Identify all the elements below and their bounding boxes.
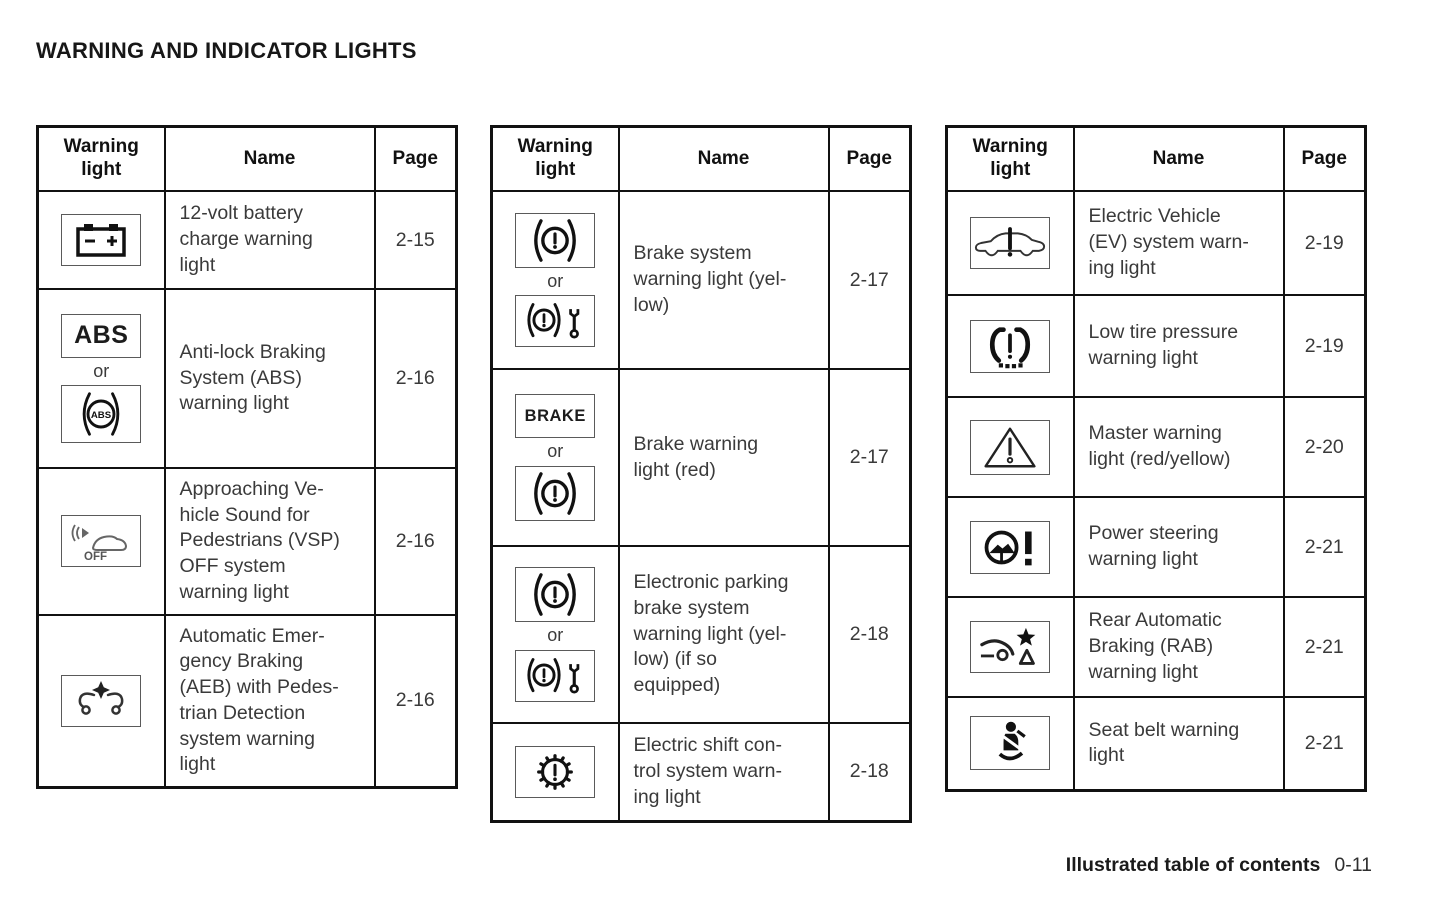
name-cell: Approaching Ve- hicle Sound for Pedestri…	[163, 467, 376, 616]
name-cell: Automatic Emer- gency Braking (AEB) with…	[163, 613, 376, 789]
header-name: Name	[1072, 125, 1285, 192]
brake-malfunction-icon	[515, 295, 596, 348]
warning-light-cell	[36, 190, 166, 290]
brake-warning-icon	[515, 212, 596, 268]
page-cell: 2-16	[373, 467, 458, 616]
footer-page-number: 0-11	[1334, 854, 1372, 876]
name-cell: Master warning light (red/yellow)	[1072, 396, 1285, 498]
page-cell: 2-21	[1282, 696, 1367, 791]
warning-light-cell	[945, 496, 1075, 598]
name-cell: Brake system warning light (yel- low)	[617, 190, 830, 370]
table-row: OFF Approaching Ve- hicle Sound for Pedes…	[36, 467, 458, 616]
brake-text-icon: BRAKE	[515, 394, 596, 439]
svg-text:ABS: ABS	[91, 410, 112, 421]
warning-light-cell: or	[490, 190, 620, 370]
page-cell: 2-19	[1282, 294, 1367, 398]
table-row: Electric Vehicle (EV) system warn- ing l…	[945, 190, 1367, 296]
page-cell: 2-18	[827, 722, 912, 822]
page-cell: 2-15	[373, 190, 458, 290]
electric-shift-icon	[515, 745, 596, 798]
page-cell: 2-21	[1282, 496, 1367, 598]
page-cell: 2-18	[827, 545, 912, 724]
warning-light-cell: OFF	[36, 467, 166, 616]
page-cell: 2-20	[1282, 396, 1367, 498]
name-cell: 12-volt battery charge warning light	[163, 190, 376, 290]
warning-light-cell	[945, 596, 1075, 698]
abs-text-icon: ABS	[61, 313, 142, 358]
name-cell: Power steering warning light	[1072, 496, 1285, 598]
page-footer: Illustrated table of contents 0-11	[1066, 854, 1372, 877]
name-cell: Brake warning light (red)	[617, 368, 830, 547]
warning-light-cell	[945, 190, 1075, 296]
table-row: Master warning light (red/yellow)2-20	[945, 396, 1367, 498]
page-cell: 2-16	[373, 288, 458, 469]
low-tire-pressure-icon	[970, 319, 1051, 373]
table-row: or Electronic parking brake system warnin…	[490, 545, 912, 724]
ev-system-icon	[970, 217, 1051, 269]
header-name: Name	[163, 125, 376, 192]
seat-belt-icon	[970, 716, 1051, 771]
table-row: or Brake system warning light (yel- low)2…	[490, 190, 912, 370]
or-label: or	[93, 360, 110, 381]
power-steering-icon	[970, 520, 1051, 574]
header-page: Page	[827, 125, 912, 192]
footer-section-title: Illustrated table of contents	[1065, 854, 1321, 876]
aeb-pedestrian-icon	[61, 674, 142, 727]
vsp-off-icon: OFF	[61, 515, 142, 568]
table-row: Automatic Emer- gency Braking (AEB) with…	[36, 613, 458, 789]
brake-warning-icon	[515, 567, 596, 623]
warning-lights-table-middle: Warning light Name Page or Brake system w…	[490, 125, 912, 823]
warning-light-cell	[945, 696, 1075, 791]
warning-light-cell	[490, 722, 620, 822]
header-page: Page	[1282, 125, 1367, 192]
rear-automatic-braking-icon	[970, 621, 1051, 673]
brake-malfunction-icon	[515, 649, 596, 702]
header-warning-light: Warning light	[36, 125, 166, 192]
warning-lights-table-left: Warning light Name Page 12-volt battery …	[36, 125, 458, 790]
table-row: Rear Automatic Braking (RAB) warning lig…	[945, 596, 1367, 698]
warning-light-cell	[945, 396, 1075, 498]
or-label: or	[547, 625, 564, 646]
header-page: Page	[373, 125, 458, 192]
page-cell: 2-16	[373, 613, 458, 789]
svg-text:OFF: OFF	[84, 551, 107, 563]
warning-light-cell	[36, 613, 166, 789]
name-cell: Electronic parking brake system warning …	[617, 545, 830, 724]
name-cell: Low tire pressure warning light	[1072, 294, 1285, 398]
page-title: WARNING AND INDICATOR LIGHTS	[36, 38, 417, 63]
abs-circle-icon: ABS	[61, 385, 142, 444]
warning-light-cell	[945, 294, 1075, 398]
header-warning-light: Warning light	[490, 125, 620, 192]
table-row: Electric shift con- trol system warn- in…	[490, 722, 912, 822]
header-name: Name	[617, 125, 830, 192]
warning-light-cell: or	[490, 545, 620, 724]
header-row: Warning light Name Page	[490, 125, 912, 192]
name-cell: Anti-lock Braking System (ABS) warning l…	[163, 288, 376, 469]
header-row: Warning light Name Page	[36, 125, 458, 192]
page-cell: 2-21	[1282, 596, 1367, 698]
master-warning-icon	[970, 419, 1051, 475]
name-cell: Electric shift con- trol system warn- in…	[617, 722, 830, 822]
name-cell: Seat belt warning light	[1072, 696, 1285, 791]
page-cell: 2-17	[827, 190, 912, 370]
battery-icon	[61, 214, 142, 266]
or-label: or	[547, 270, 564, 291]
page-cell: 2-17	[827, 368, 912, 547]
name-cell: Electric Vehicle (EV) system warn- ing l…	[1072, 190, 1285, 296]
brake-warning-icon	[515, 465, 596, 521]
name-cell: Rear Automatic Braking (RAB) warning lig…	[1072, 596, 1285, 698]
warning-lights-table-right: Warning light Name Page Electric Vehicle…	[945, 125, 1367, 792]
header-warning-light: Warning light	[945, 125, 1075, 192]
page-cell: 2-19	[1282, 190, 1367, 296]
or-label: or	[547, 441, 564, 462]
header-row: Warning light Name Page	[945, 125, 1367, 192]
